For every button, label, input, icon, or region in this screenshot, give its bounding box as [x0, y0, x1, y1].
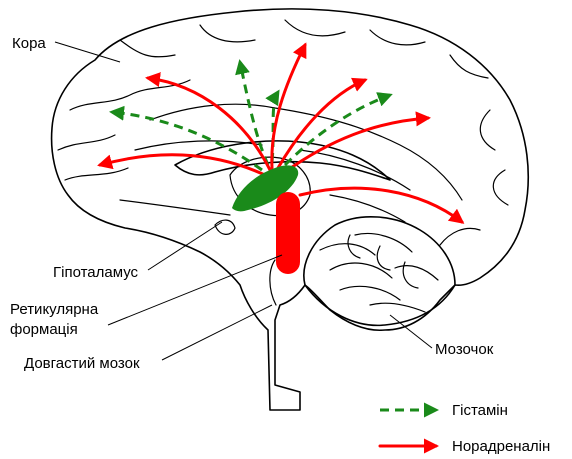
leader-lines [54, 41, 433, 361]
medulla-label: Довгастий мозок [24, 355, 140, 372]
reticular-leader [107, 254, 283, 326]
cortex-leader [54, 41, 121, 63]
legend-noradrenaline-label: Норадреналін [452, 438, 550, 455]
legend-histamine-label: Гістамін [452, 402, 508, 419]
hypothalamus-histamine-nucleus [232, 165, 299, 212]
noradrenaline-arrow-lower-right [298, 186, 465, 224]
hypothalamus-label: Гіпоталамус [53, 264, 139, 281]
noradrenaline-projections [97, 42, 465, 224]
reticular-label-line1: Ретикулярна [10, 301, 99, 318]
cerebellum-label: Мозочок [435, 341, 494, 358]
hypothalamus-leader [147, 221, 223, 271]
noradrenaline-arrow-right [283, 111, 431, 174]
medulla-leader [161, 304, 273, 361]
noradrenaline-arrow-upper-right [276, 77, 368, 170]
histamine-arrow-top [235, 59, 270, 166]
noradrenaline-arrow-top [270, 42, 307, 170]
histamine-arrow-right [283, 92, 393, 167]
cerebellum-leader [389, 314, 433, 349]
reticular-label-line2: формація [10, 321, 78, 338]
histamine-arrow-left [109, 105, 263, 172]
reticular-formation-nucleus [276, 192, 300, 274]
cortex-label: Кора [12, 35, 46, 52]
brain-outline [50, 8, 530, 411]
noradrenaline-arrow-left [97, 153, 267, 177]
noradrenaline-arrow-upper-left [145, 72, 272, 172]
legend: Гістамін Норадреналін [378, 402, 550, 455]
